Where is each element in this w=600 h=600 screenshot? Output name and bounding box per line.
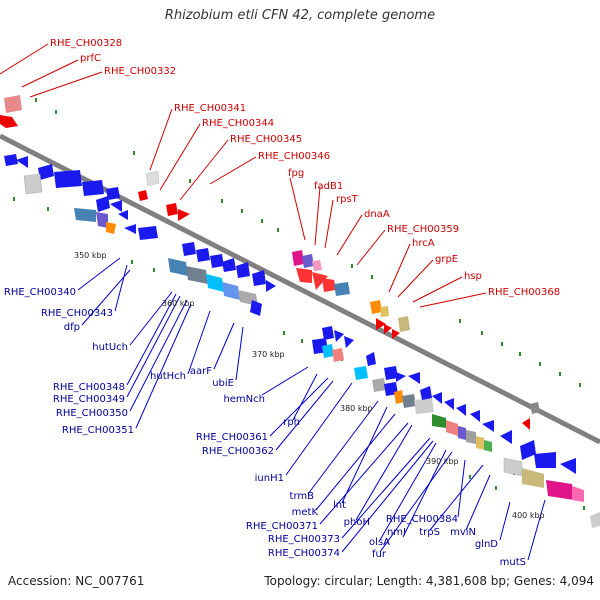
gene-label[interactable]: olsA: [369, 537, 390, 548]
gene-label[interactable]: RHE_CH00346: [258, 151, 330, 162]
top-gene-labels: RHE_CH00328 prfC RHE_CH00332 RHE_CH00341…: [50, 38, 560, 298]
gene-label[interactable]: RHE_CH00328: [50, 38, 122, 49]
gene-label[interactable]: RHE_CH00374: [268, 548, 340, 559]
bottom-gene-labels: RHE_CH00340 RHE_CH00343 dfp hutUch RHE_C…: [4, 287, 526, 568]
gene-label[interactable]: trmB: [290, 491, 315, 502]
gene-label[interactable]: glnD: [475, 539, 498, 550]
gene-label[interactable]: phoH: [344, 517, 370, 528]
bottom-strand-features: [4, 154, 600, 528]
gene-label[interactable]: RHE_CH00362: [202, 446, 274, 457]
bottom-leader-lines: [77, 257, 546, 561]
tick-label-390: 390 kbp: [426, 457, 459, 466]
gene-label[interactable]: fpg: [288, 168, 304, 179]
tick-label-350: 350 kbp: [74, 251, 107, 260]
tick-label-400: 400 kbp: [512, 511, 545, 520]
gene-label[interactable]: RHE_CH00349: [53, 394, 125, 405]
gene-label[interactable]: dfp: [64, 322, 80, 333]
gene-label[interactable]: RHE_CH00343: [41, 308, 113, 319]
gene-label[interactable]: dnaA: [364, 209, 390, 220]
gene-label[interactable]: RHE_CH00332: [104, 66, 176, 77]
gene-label[interactable]: lnt: [333, 500, 346, 511]
scale-ticks: 350 kbp 360 kbp 370 kbp 380 kbp 390 kbp …: [74, 251, 545, 520]
top-leader-lines: [0, 43, 487, 308]
map-title: Rhizobium etli CFN 42, complete genome: [164, 8, 436, 23]
gene-label[interactable]: hsp: [464, 271, 482, 282]
tick-label-370: 370 kbp: [252, 350, 285, 359]
gene-label[interactable]: RHE_CH00340: [4, 287, 76, 298]
gene-label[interactable]: metK: [292, 507, 319, 518]
gene-label[interactable]: RHE_CH00371: [246, 521, 318, 532]
gene-label[interactable]: mutS: [500, 557, 526, 568]
gene-label[interactable]: rpsT: [336, 194, 359, 205]
gene-label[interactable]: RHE_CH00348: [53, 382, 125, 393]
gene-label[interactable]: ubiE: [212, 378, 234, 389]
gene-label[interactable]: RHE_CH00368: [488, 287, 560, 298]
gene-label[interactable]: hutHch: [150, 371, 186, 382]
gene-label[interactable]: hemNch: [223, 394, 265, 405]
gene-label[interactable]: RHE_CH00373: [268, 534, 340, 545]
gene-label[interactable]: RHE_CH00345: [230, 134, 302, 145]
tick-label-380: 380 kbp: [340, 404, 373, 413]
gene-label[interactable]: fur: [372, 549, 387, 560]
gene-label[interactable]: trpS: [419, 527, 440, 538]
gene-label[interactable]: fadB1: [314, 181, 343, 192]
gene-label[interactable]: hrcA: [412, 238, 435, 249]
gene-label[interactable]: RHE_CH00351: [62, 425, 134, 436]
gene-label[interactable]: aarF: [190, 366, 212, 377]
gene-label[interactable]: hutUch: [92, 342, 128, 353]
gene-label[interactable]: RHE_CH00361: [196, 432, 268, 443]
gene-label[interactable]: mviN: [450, 527, 476, 538]
gene-label[interactable]: iunH1: [255, 473, 284, 484]
gene-label[interactable]: prfC: [80, 53, 101, 64]
genome-stats-text: Topology: circular; Length: 4,381,608 bp…: [264, 574, 594, 588]
gene-label[interactable]: nmI: [387, 527, 406, 538]
top-strand-features: [0, 95, 540, 430]
gene-label[interactable]: RHE_CH00341: [174, 103, 246, 114]
gene-label[interactable]: RHE_CH00384: [386, 514, 458, 525]
gene-label[interactable]: RHE_CH00359: [387, 224, 459, 235]
gene-label[interactable]: grpE: [435, 254, 458, 265]
gene-label[interactable]: RHE_CH00344: [202, 118, 274, 129]
gene-label[interactable]: rph: [283, 417, 300, 428]
tick-label-360: 360 kbp: [162, 299, 195, 308]
gene-label[interactable]: RHE_CH00350: [56, 408, 128, 419]
accession-text: Accession: NC_007761: [8, 574, 145, 588]
